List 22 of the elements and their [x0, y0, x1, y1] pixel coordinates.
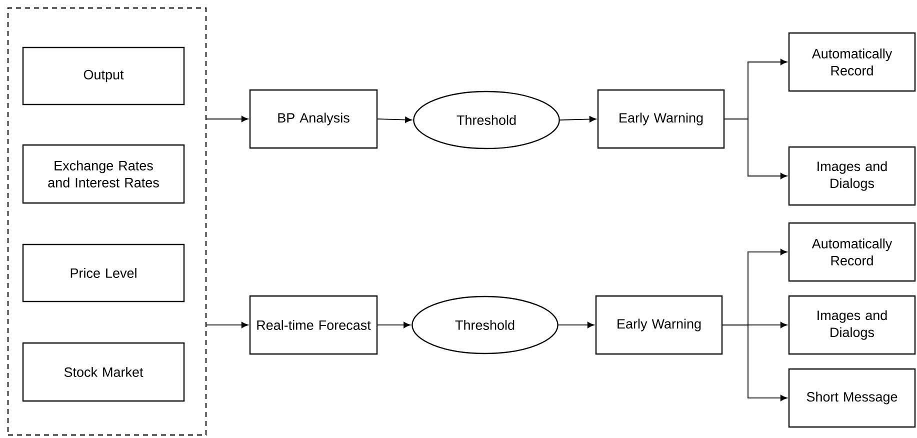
dashed-group-frame [7, 7, 207, 436]
arrow [724, 118, 788, 180]
process-box: Stock Market [22, 342, 185, 402]
process-box: Price Level [22, 244, 185, 302]
process-box: Exchange Rates and Interest Rates [22, 144, 185, 204]
process-box: Output [22, 46, 185, 106]
arrow [206, 116, 248, 122]
arrow [558, 322, 594, 328]
process-box: Early Warning [595, 295, 723, 355]
arrow [377, 322, 410, 328]
arrow [722, 324, 788, 402]
process-box: Automatically Record [788, 222, 916, 282]
process-box: Real-time Forecast [249, 295, 378, 355]
process-box: BP Analysis [249, 89, 378, 149]
process-box: Images and Dialogs [788, 146, 916, 206]
process-box: Early Warning [597, 89, 725, 149]
process-box: Images and Dialogs [788, 295, 916, 355]
arrow [206, 322, 248, 328]
arrow [377, 116, 412, 123]
arrow [560, 116, 596, 122]
process-box: Automatically Record [788, 32, 916, 92]
process-box: Short Message [788, 368, 916, 428]
